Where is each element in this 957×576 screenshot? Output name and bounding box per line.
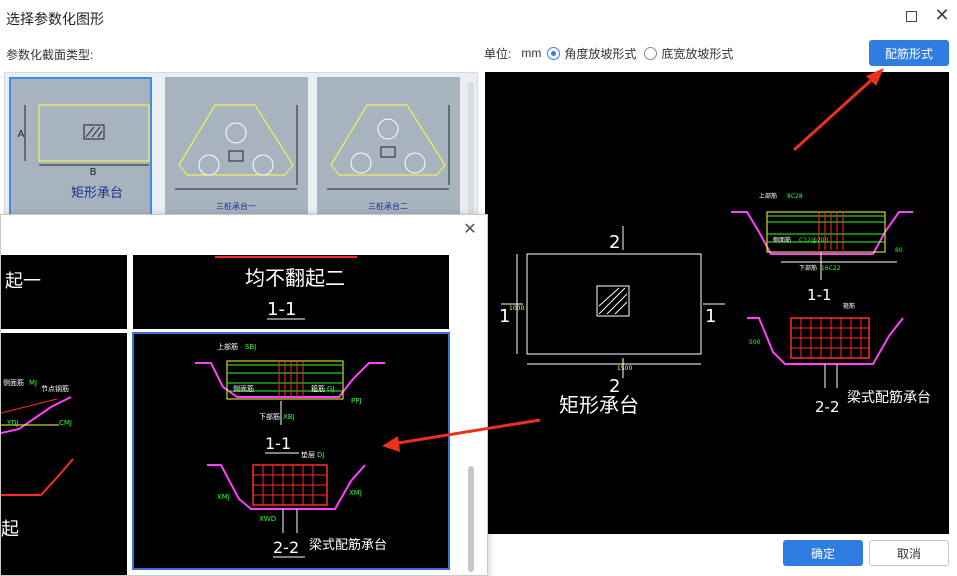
radio-angle-slope[interactable]: 角度放坡形式 [547, 45, 636, 62]
popup-center-top: 均不翻起二 [245, 266, 345, 290]
preview-side-bar-val: C12@200 [799, 237, 828, 244]
radio-width-slope-label: 底宽放坡形式 [661, 46, 734, 61]
popup-stirrup: 箍筋 [311, 384, 325, 393]
unit-value: mm [521, 46, 542, 60]
popup-code-sbj: SBJ [245, 343, 256, 351]
preview-bottom-bar-val: 16C22 [821, 265, 841, 272]
rebar-form-button[interactable]: 配筋形式 [869, 40, 949, 66]
preview-stirrup: 箍筋 [843, 302, 855, 310]
thumb-label-three-2: 三桩承台二 [368, 201, 408, 211]
thumb-dim-a: A [18, 129, 25, 140]
popup-code-ydj: YDJ [6, 419, 19, 427]
preview-top-bar: 上部筋 [759, 192, 777, 200]
popup-mat: 垫层 [301, 450, 315, 459]
unit-label: 单位: [484, 46, 512, 61]
thumb-rect-cap[interactable]: B A 矩形承台 [9, 77, 152, 217]
preview-cut-22: 2-2 [815, 398, 840, 416]
popup-code-xwd: XWD [259, 515, 276, 523]
popup-cut-11: 1-1 [267, 299, 296, 320]
preview-dim-1500: 1500 [617, 365, 632, 372]
window-title: 选择参数化图形 [6, 11, 104, 27]
close-icon[interactable]: ✕ [934, 5, 950, 25]
popup-side-bar: 侧面筋 [233, 384, 254, 393]
popup-left-a: 侧面筋 [3, 378, 24, 387]
radio-angle-slope-label: 角度放坡形式 [564, 46, 637, 61]
popup-code-dj: DJ [317, 451, 324, 459]
popup-scrollbar[interactable] [468, 466, 474, 572]
popup-code-ppj: PPJ [351, 397, 362, 405]
popup-left-bottom: 起 [1, 519, 19, 540]
thumb-three-pile-2[interactable]: 三桩承台二 [317, 77, 460, 217]
popup-top-bar: 上部筋 [217, 342, 238, 351]
popup-code-xmj: XMJ [217, 493, 230, 501]
popup-code-mj: MJ [29, 379, 37, 387]
preview-dim-60: 60 [895, 247, 903, 254]
thumb-label-three-1: 三桩承台一 [216, 201, 256, 211]
preview-canvas: 2 2 1 1 1500 1000 矩形承台 上部筋 8C28 侧面筋 C12@… [485, 72, 949, 534]
rebar-popup: 起一 均不翻起二 1-1 侧面筋 MJ YDJ CMJ 节点钢筋 起 上部筋 S… [0, 214, 488, 576]
radio-unchecked-icon[interactable] [644, 46, 658, 60]
thumb-label-rect: 矩形承台 [71, 186, 123, 201]
thumb-dim-b: B [90, 167, 97, 178]
preview-bottom-bar: 下部筋 [799, 264, 817, 272]
preview-sec2-bottom: 2 [609, 376, 620, 397]
popup-code-gj: GJ [327, 385, 335, 393]
popup-left-b: 节点钢筋 [41, 384, 69, 393]
preview-top-bar-val: 8C28 [787, 193, 803, 200]
popup-bottom-bar: 下部筋 [259, 412, 280, 421]
popup-cut-22-b: 2-2 [273, 538, 299, 557]
radio-width-slope[interactable]: 底宽放坡形式 [644, 45, 733, 62]
preview-sec2-top: 2 [609, 232, 620, 253]
maximize-button[interactable] [906, 11, 917, 22]
thumb-scrollbar[interactable] [468, 82, 474, 220]
section-type-list: B A 矩形承台 三桩承台一 三桩承台二 [4, 72, 478, 222]
cancel-button[interactable]: 取消 [869, 540, 949, 566]
popup-beam-title: 梁式配筋承台 [309, 537, 387, 553]
preview-sec1-left: 1 [499, 306, 510, 327]
preview-beam-title: 梁式配筋承台 [847, 389, 931, 406]
ok-button[interactable]: 确定 [783, 540, 863, 566]
popup-code-xmj2: XMJ [349, 489, 362, 497]
preview-dim-1000: 1000 [509, 305, 524, 312]
thumb-three-pile-1[interactable]: 三桩承台一 [165, 77, 308, 217]
popup-cut-11-b: 1-1 [265, 434, 291, 453]
preview-dim-500: 500 [749, 339, 761, 346]
preview-sec1-right: 1 [705, 306, 716, 327]
preview-side-bar: 侧面筋 [773, 236, 791, 244]
preview-cut-11: 1-1 [807, 286, 832, 304]
section-type-label: 参数化截面类型: [6, 48, 94, 62]
radio-checked-icon[interactable] [547, 46, 561, 60]
popup-code-xbj: XBJ [283, 413, 295, 421]
popup-code-cmj: CMJ [59, 419, 72, 427]
preview-plan-label: 矩形承台 [559, 393, 639, 417]
popup-left-top: 起一 [5, 271, 41, 292]
unit-row: 单位: mm 角度放坡形式 底宽放坡形式 [484, 44, 741, 62]
popup-close-icon[interactable]: ✕ [463, 221, 477, 238]
